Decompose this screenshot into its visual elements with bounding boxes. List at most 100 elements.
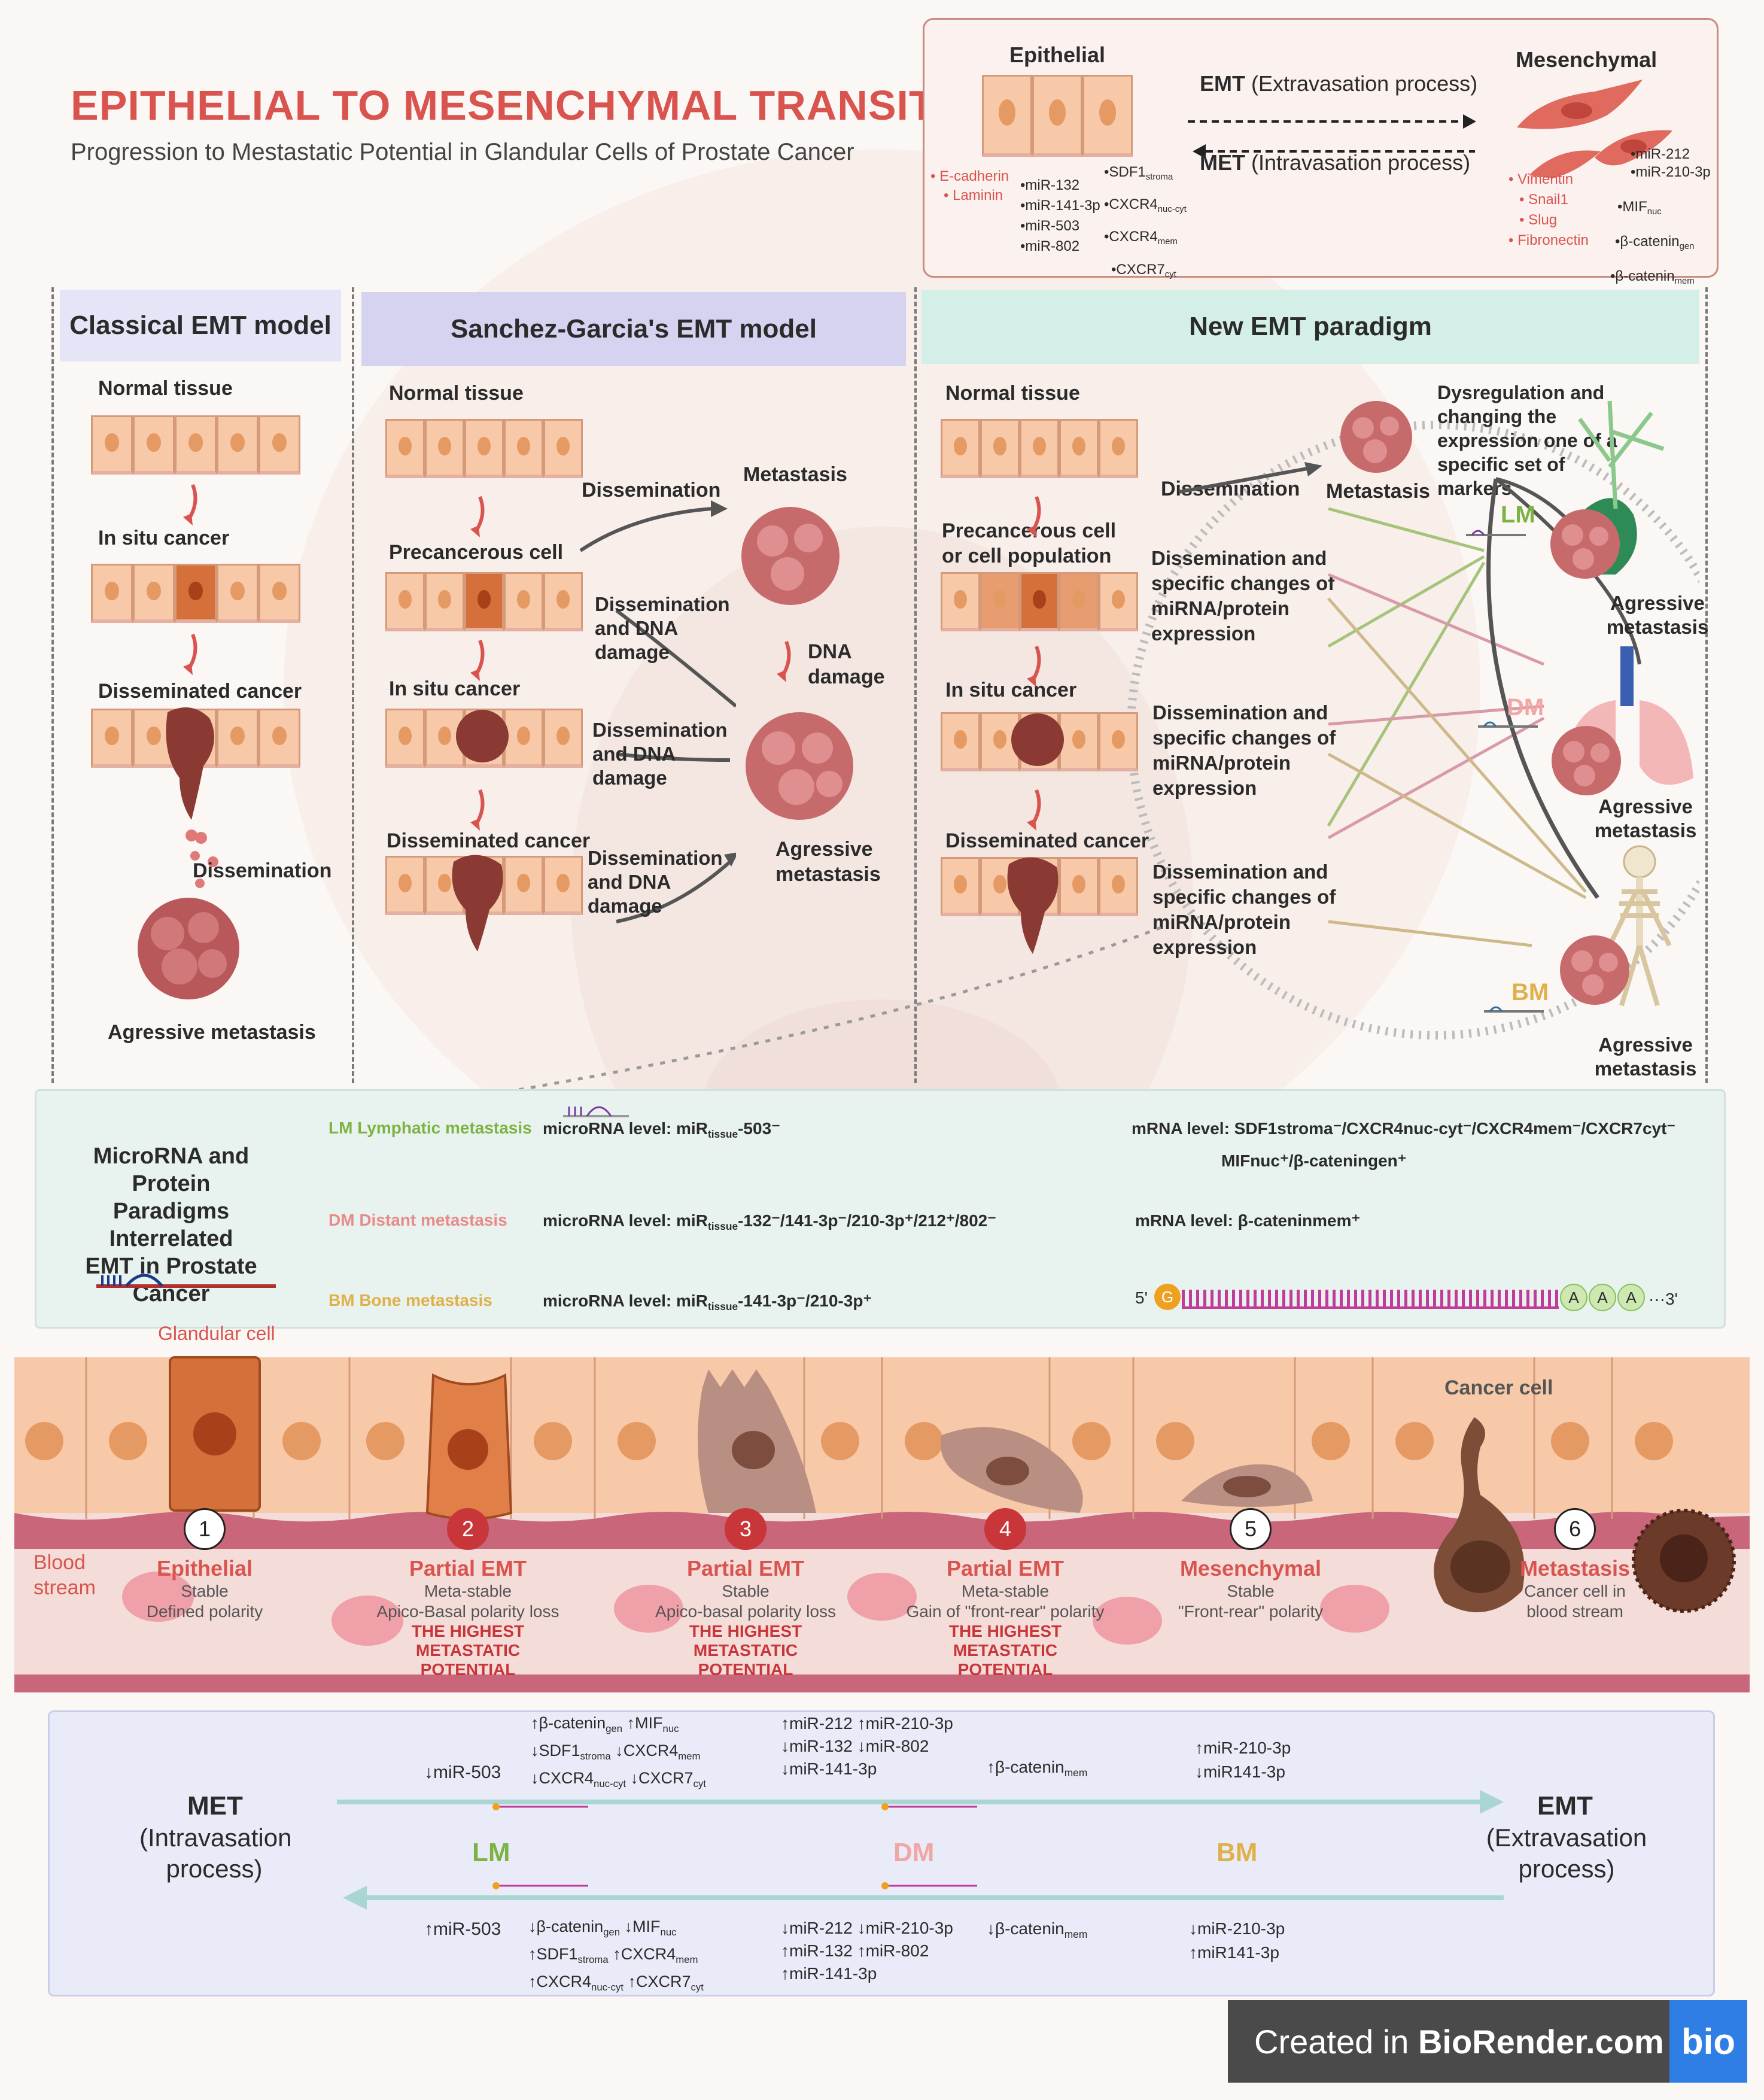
sanchez-insitu-label: In situ cancer xyxy=(389,677,521,700)
classical-insitu-label: In situ cancer xyxy=(98,527,230,549)
sanchez-dna-damage-label: DNA damage xyxy=(808,640,885,688)
stage-desc1: Stable xyxy=(722,1582,770,1600)
bot-dm-mirna: ↓miR-212 ↓miR-210-3p↑miR-132 ↑miR-802↑mi… xyxy=(781,1919,953,1983)
paradigm-arrow-label-4: Dissemination and specific changes of mi… xyxy=(1152,861,1336,958)
sanchez-progress-arrows xyxy=(470,496,485,831)
classical-panel-title: Classical EMT model xyxy=(60,290,341,361)
emt-legend-box: Epithelial Mesenchymal EMT (Extravasatio… xyxy=(923,18,1719,287)
glandular-cell-highlight xyxy=(169,1356,261,1512)
stage-name: Metastasis xyxy=(1519,1556,1631,1581)
created-in-text: Created in xyxy=(1254,2022,1409,2061)
mirna-paradigm-box: MicroRNA and Protein Paradigms Interrela… xyxy=(35,1089,1726,1329)
stage-desc1: Meta-stable xyxy=(961,1582,1050,1600)
paradigm-disseminated-tumor xyxy=(1007,857,1059,954)
intravasating-cancer-cell xyxy=(1434,1417,1525,1612)
met-title: MET xyxy=(187,1791,243,1821)
emt-title: EMT xyxy=(1537,1791,1593,1821)
sanchez-disseminated-tumor xyxy=(452,855,503,952)
strand-cap: G xyxy=(1154,1284,1181,1310)
sanchez-arrow-label-4: Dissemination and DNA damage xyxy=(588,847,723,917)
dm-aggressive-label: Agressive metastasis xyxy=(1594,795,1697,841)
circulating-cancer-cell xyxy=(1632,1509,1736,1613)
classical-metastasis-cluster xyxy=(138,898,239,999)
glandular-cell-label: Glandular cell xyxy=(158,1323,275,1344)
met-desc: (Intravasation process) xyxy=(139,1824,292,1883)
lm-row-tag: LM Lymphatic metastasis xyxy=(329,1119,532,1137)
mirna-box-title: MicroRNA and Protein Paradigms Interrela… xyxy=(85,1144,257,1306)
brand-text: BioRender.com xyxy=(1418,2022,1664,2061)
sanchez-arrow-label-2: Dissemination and DNA damage xyxy=(595,593,730,663)
paradigm-normal-cells xyxy=(941,419,1138,478)
stage-desc2: Defined polarity xyxy=(146,1602,263,1621)
sanchez-insitu-tumor xyxy=(456,710,509,762)
epithelial-label: Epithelial xyxy=(1009,42,1106,67)
paradigm-arrow-label-3: Dissemination and specific changes of mi… xyxy=(1152,701,1336,799)
emt-desc: (Extravasation process) xyxy=(1251,71,1478,96)
emt-direction-arrow xyxy=(337,1790,1504,1814)
lm-row-mrna-2: MIFnuc⁺/β-cateningen⁺ xyxy=(1221,1151,1407,1170)
classical-normal-cells xyxy=(91,415,300,475)
stage-number-badge: 2 xyxy=(447,1508,489,1550)
biorender-badge[interactable]: Created in BioRender.com bio xyxy=(1228,2000,1747,2083)
stage-number-badge: 5 xyxy=(1230,1508,1272,1550)
met-label: MET xyxy=(1200,150,1245,175)
bot-lm-proteins: ↓β-cateningen ↓MIFnuc ↑SDF1stroma ↑CXCR4… xyxy=(528,1917,704,1993)
partial-emt-cell-2 xyxy=(425,1373,513,1520)
epithelium-cell-nuclei xyxy=(25,1357,1673,1519)
stage-metastatic-note: THE HIGHEST METASTATIC POTENTIAL xyxy=(411,1622,525,1679)
stage-name: Epithelial xyxy=(156,1556,253,1581)
paradigm-metastasis-cluster xyxy=(1340,401,1412,473)
divider-2 xyxy=(914,287,917,1083)
strand-polya-2: A xyxy=(1589,1284,1616,1311)
stage-name: Partial EMT xyxy=(409,1556,527,1581)
sanchez-precancerous-label: Precancerous cell xyxy=(389,541,564,564)
stage-desc2: blood stream xyxy=(1526,1602,1623,1621)
epi-markers-red: • E-cadherin • Laminin xyxy=(930,168,1009,203)
sanchez-precancerous-cells xyxy=(385,572,583,631)
paradigm-progress-arrows xyxy=(1027,496,1041,831)
classical-disseminated-label: Disseminated cancer xyxy=(98,680,302,703)
classical-tumor-drip xyxy=(166,707,214,861)
divider-left xyxy=(51,287,54,1083)
emt-label: EMT xyxy=(1200,71,1245,96)
paradigm-arrow-label-2: Dissemination and specific changes of mi… xyxy=(1151,547,1335,645)
bm-row-tag: BM Bone metastasis xyxy=(329,1291,492,1309)
bm-aggressive-label: Agressive metastasis xyxy=(1594,1034,1697,1080)
top-dm-protein: ↑β-cateninmem xyxy=(987,1758,1088,1779)
strand-5-prime: 5' xyxy=(1135,1288,1148,1307)
stage-desc1: Stable xyxy=(181,1582,229,1600)
dm-row-mirna: microRNA level: miRtissue-132⁻/141-3p⁻/2… xyxy=(543,1211,997,1233)
stage-desc2: Apico-basal polarity loss xyxy=(655,1602,836,1621)
stage-desc2: Gain of "front-rear" polarity xyxy=(906,1602,1105,1621)
classical-progress-arrows xyxy=(183,484,197,675)
bottom-group-dm: DM xyxy=(893,1838,935,1867)
lm-row-mirna: microRNA level: miRtissue-503⁻ xyxy=(543,1119,780,1141)
lm-row-mirna-icon xyxy=(563,1106,629,1117)
top-lm-proteins: ↑β-cateningen ↑MIFnuc ↓SDF1stroma ↓CXCR4… xyxy=(531,1714,706,1789)
top-bm-mirna: ↑miR-210-3p↓miR141-3p xyxy=(1195,1739,1291,1781)
met-direction-arrow xyxy=(343,1886,1504,1910)
mesenchymal-cell-5 xyxy=(1181,1464,1313,1507)
bottom-group-bm: BM xyxy=(1216,1838,1258,1867)
sanchez-dissemination-arrows xyxy=(579,500,736,923)
lm-aggressive-label: Agressive metastasis xyxy=(1606,592,1709,638)
strand-3-prime: ···3' xyxy=(1649,1290,1678,1308)
blood-stream-label: Blood stream xyxy=(34,1551,96,1599)
red-blood-cells xyxy=(122,1572,1389,1646)
emt-met-arrows xyxy=(1188,114,1476,159)
biorender-logo-icon: bio xyxy=(1669,2000,1747,2083)
dm-tag: DM xyxy=(1507,694,1544,721)
epithelium-band xyxy=(14,1345,1750,1692)
paradigm-insitu-label: In situ cancer xyxy=(945,679,1077,701)
dm-row-tag: DM Distant metastasis xyxy=(329,1211,507,1229)
strand-polya-1: A xyxy=(1560,1284,1587,1311)
dm-metastasis-cluster xyxy=(1552,726,1621,795)
bm-mirna-icon xyxy=(1484,1006,1544,1013)
stage-metastatic-note: THE HIGHEST METASTATIC POTENTIAL xyxy=(948,1622,1062,1679)
top-dm-mirna: ↑miR-212 ↑miR-210-3p↓miR-132 ↓miR-802↓mi… xyxy=(781,1714,953,1778)
epithelial-cells-illustration xyxy=(982,75,1133,157)
epi-mirna-list: •miR-132 •miR-141-3p •miR-503 •miR-802 xyxy=(1020,177,1100,254)
sanchez-normal-cells xyxy=(385,419,583,478)
strand-polya-3: A xyxy=(1617,1284,1645,1311)
